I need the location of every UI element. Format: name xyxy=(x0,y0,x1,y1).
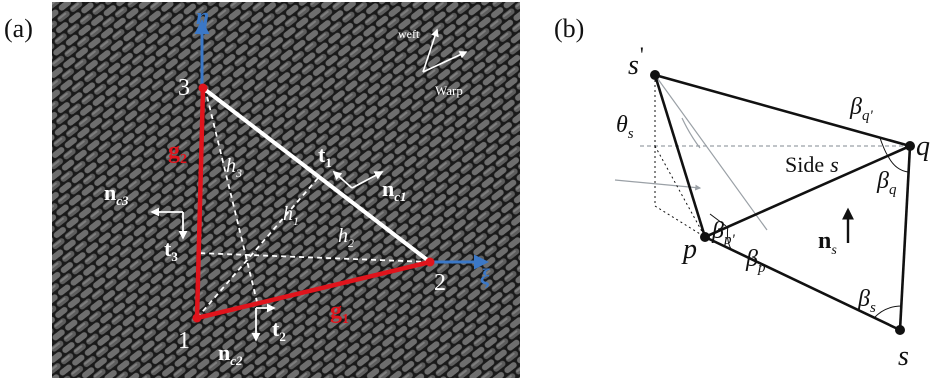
polyhedron-edges xyxy=(653,73,912,332)
edge-s-prime-q xyxy=(654,73,911,148)
normal-ns-label: ns xyxy=(818,228,837,258)
carbon-fabric-image xyxy=(52,2,520,378)
nc1-label: nc1 xyxy=(382,176,407,204)
fiber-orientation-legend: weft Warp xyxy=(398,27,468,98)
theta-s-label: θs xyxy=(616,112,634,142)
edge-q-s xyxy=(898,145,912,331)
h1-label: h1 xyxy=(283,203,299,228)
node-3-dot xyxy=(198,83,208,93)
vertex-s-dot xyxy=(895,325,905,335)
arc-beta-p xyxy=(726,225,732,250)
guide-lines xyxy=(614,74,910,231)
edge-g2 xyxy=(194,87,206,319)
guide-s-prime-to-side xyxy=(654,74,768,231)
node-3-label: 3 xyxy=(178,75,190,101)
dotted-to-p xyxy=(654,145,706,238)
dotted-construction xyxy=(654,75,706,238)
edge-s-prime-p xyxy=(653,74,707,238)
frame-edge-1: t1 nc1 xyxy=(318,142,407,204)
t1-label: t1 xyxy=(318,142,332,170)
edge-g1 xyxy=(196,259,431,321)
vertex-q-label: q xyxy=(916,131,930,162)
beta-p-label: βp xyxy=(745,246,766,276)
arc-beta-s xyxy=(873,305,903,319)
edge-3-2 xyxy=(201,86,432,264)
t3-label: t3 xyxy=(164,236,178,264)
weft-arrow xyxy=(422,28,439,73)
warp-arrow xyxy=(422,51,468,73)
arc-beta-p-prime xyxy=(709,213,727,227)
theta-arc xyxy=(681,117,701,149)
height-lines xyxy=(196,87,431,319)
vertex-p-dot xyxy=(700,232,710,242)
height-line-2 xyxy=(196,252,431,263)
vertex-s-prime-dot xyxy=(650,70,660,80)
g1-label: g1 xyxy=(330,298,349,327)
guide-arrow xyxy=(614,179,702,191)
frame-edge-2: t2 nc2 xyxy=(218,303,286,368)
panel-a-label: (a) xyxy=(4,14,33,43)
node-1-dot xyxy=(192,313,202,323)
arc-beta-q xyxy=(887,155,909,173)
height-line-3 xyxy=(204,87,259,307)
vertex-s-label: s xyxy=(898,341,909,372)
beta-q-label: βq xyxy=(876,168,897,198)
vertex-q-dot xyxy=(905,141,915,151)
node-1-label: 1 xyxy=(178,328,190,354)
angle-arcs xyxy=(709,137,909,319)
eta-axis-label: η xyxy=(196,4,209,30)
nc3-label: nc3 xyxy=(104,180,129,208)
nc2-label: nc2 xyxy=(218,340,243,368)
edge-p-s xyxy=(704,235,901,332)
t2-label: t2 xyxy=(272,316,286,344)
edge-p-q xyxy=(704,144,911,239)
g2-label: g2 xyxy=(168,138,187,167)
panel-b-label: (b) xyxy=(554,14,584,43)
vertex-p-label: p xyxy=(681,234,697,265)
height-line-1 xyxy=(196,177,319,319)
weft-label: weft xyxy=(398,27,420,41)
beta-q-prime-label: βq' xyxy=(849,94,873,124)
xi-axis-label: ξ xyxy=(480,264,490,289)
arc-beta-q-prime xyxy=(879,137,889,157)
vertex-s-prime-label: s' xyxy=(628,42,644,81)
h3-label: h3 xyxy=(226,155,242,180)
panel-b: (b) xyxy=(554,14,930,372)
beta-p-prime-label: βp' xyxy=(711,218,735,248)
node-2-dot xyxy=(425,257,435,267)
h2-label: h2 xyxy=(338,225,354,250)
t1-arrow xyxy=(332,170,353,189)
warp-label: Warp xyxy=(435,83,463,98)
node-2-label: 2 xyxy=(434,270,446,296)
nc1-arrow xyxy=(351,171,384,189)
frame-edge-3: nc3 t3 xyxy=(104,180,188,264)
beta-s-label: βs xyxy=(857,286,876,316)
panel-a: (a) weft Warp η ξ 3 1 2 xyxy=(4,2,520,378)
